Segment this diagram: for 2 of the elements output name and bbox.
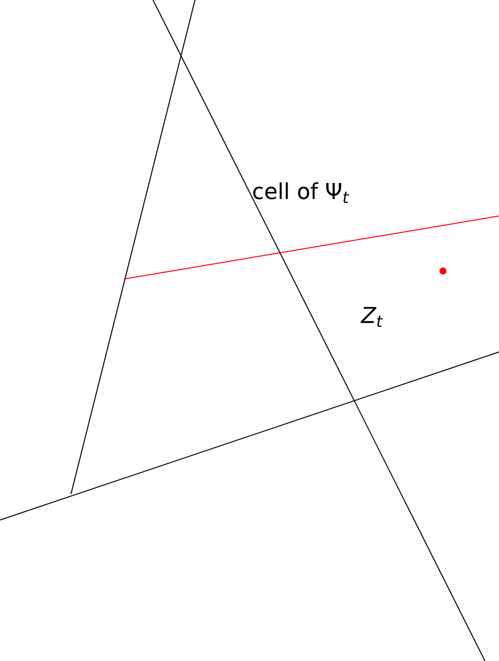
math-label: cell of Ψ$_{t}$ [252, 182, 349, 204]
math-label: Z$_{t}$ [361, 306, 382, 328]
